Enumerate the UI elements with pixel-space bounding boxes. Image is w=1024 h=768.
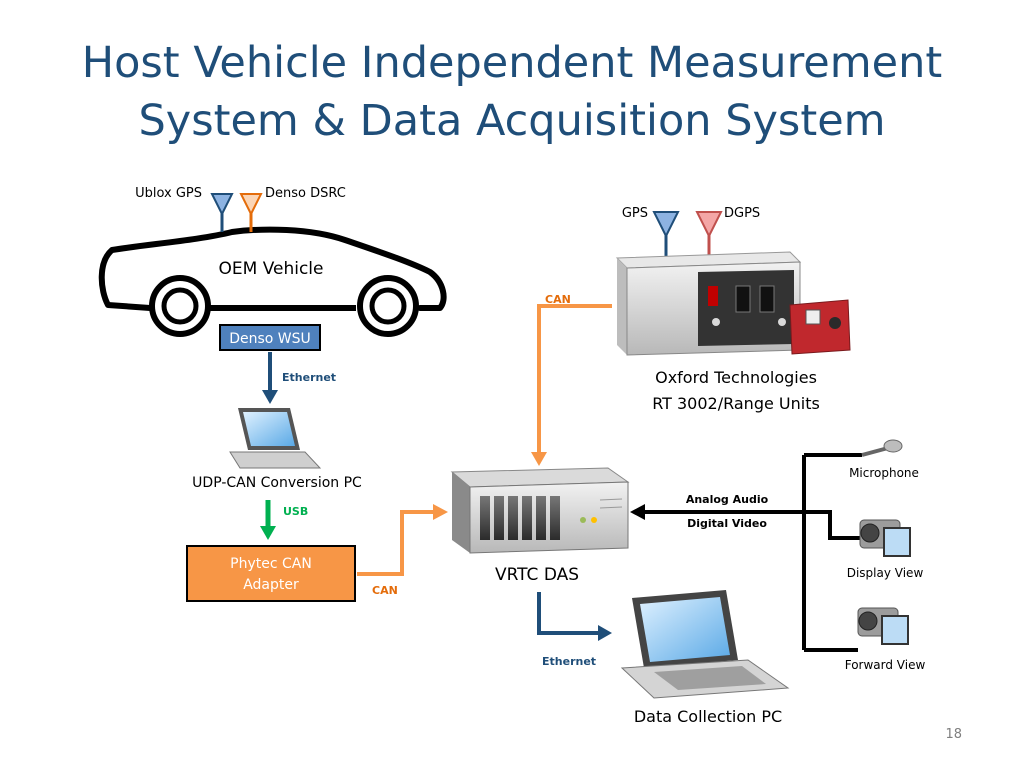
oxford-rt3002-unit-icon xyxy=(615,251,851,356)
oxford-label-line2: RT 3002/Range Units xyxy=(652,394,820,413)
ublox-gps-antenna-icon xyxy=(210,193,234,232)
can-arrow-oxford-to-das xyxy=(531,304,612,466)
udp-laptop-icon xyxy=(229,408,322,469)
ethernet-arrow-das-to-dcpc xyxy=(537,592,612,641)
denso-dsrc-label: Denso DSRC xyxy=(265,186,346,201)
phytec-can-adapter-box xyxy=(186,545,356,602)
can-arrow-adapter-to-das xyxy=(357,504,448,576)
can-label-adapter: CAN xyxy=(372,584,398,597)
vrtc-das-icon xyxy=(450,467,630,554)
can-label-oxford: CAN xyxy=(545,293,571,306)
microphone-label: Microphone xyxy=(849,466,919,480)
digital-video-label: Digital Video xyxy=(687,517,767,530)
denso-wsu-label: Denso WSU xyxy=(229,331,311,347)
oxford-label-line1: Oxford Technologies xyxy=(655,368,817,387)
display-view-label: Display View xyxy=(847,566,924,580)
data-collection-laptop-icon xyxy=(620,590,790,699)
vehicle-label: OEM Vehicle xyxy=(219,259,324,279)
title-line-2: System & Data Acquisition System xyxy=(138,96,886,146)
usb-label: USB xyxy=(283,505,308,518)
page-number: 18 xyxy=(945,727,962,742)
denso-dsrc-antenna-icon xyxy=(239,193,263,232)
denso-wsu-box xyxy=(219,324,321,351)
ethernet-label-2: Ethernet xyxy=(542,655,596,668)
ublox-gps-label: Ublox GPS xyxy=(135,186,202,201)
adapter-label-line2: Adapter xyxy=(243,577,299,593)
vrtc-das-label: VRTC DAS xyxy=(495,565,579,585)
data-collection-pc-label: Data Collection PC xyxy=(634,707,782,726)
dgps-antenna-icon xyxy=(695,211,723,256)
microphone-icon xyxy=(861,439,903,457)
display-view-camera-icon xyxy=(859,519,911,557)
oem-vehicle xyxy=(98,226,447,337)
adapter-label-line1: Phytec CAN xyxy=(230,556,312,572)
ethernet-label-1: Ethernet xyxy=(282,371,336,384)
analog-audio-label: Analog Audio xyxy=(686,493,769,506)
slide-title: Host Vehicle Independent Measurement Sys… xyxy=(0,34,1024,150)
av-bus-lines xyxy=(630,453,862,652)
forward-view-camera-icon xyxy=(857,607,909,645)
ethernet-arrow-wsu-to-pc xyxy=(262,352,278,404)
udp-pc-label: UDP-CAN Conversion PC xyxy=(192,475,362,491)
title-line-1: Host Vehicle Independent Measurement xyxy=(81,38,943,88)
forward-view-label: Forward View xyxy=(845,658,926,672)
gps-label: GPS xyxy=(622,206,648,221)
usb-arrow xyxy=(260,500,276,540)
gps-antenna-icon xyxy=(652,211,680,256)
dgps-label: DGPS xyxy=(724,206,760,221)
